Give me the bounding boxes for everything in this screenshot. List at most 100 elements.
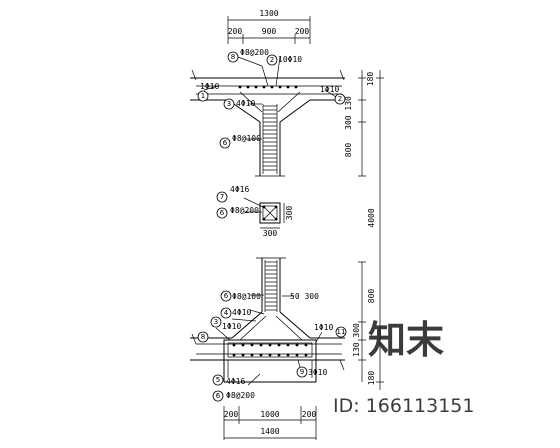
label-phi8-200-bot: Φ8@200 — [226, 391, 255, 400]
callout-9-bot-num: 9 — [300, 368, 304, 376]
label-phi8-100-top: Φ8@100 — [232, 134, 261, 143]
dim-r-180-bottom: 180 — [367, 371, 376, 386]
callout-5-bot-num: 5 — [216, 376, 220, 384]
column-section — [243, 197, 285, 229]
rebar-dot — [277, 353, 281, 357]
dim-r-130-300: 130 300 — [352, 323, 361, 357]
label-4phi10-top: 4Φ10 — [236, 99, 255, 108]
callout-2-top-num: 2 — [270, 56, 274, 64]
callout-2-right-top — [334, 93, 346, 105]
dim-r-180: 180 — [366, 72, 375, 87]
callout-8-bot — [197, 331, 209, 343]
label-10phi10-top: 10Φ10 — [278, 55, 302, 64]
callout-8-top-num: 8 — [231, 53, 235, 61]
callout-2-top — [266, 54, 278, 66]
rebar-dot — [304, 353, 308, 357]
rebar-dot — [238, 85, 242, 89]
rebar-dot — [259, 343, 263, 347]
callout-6-bot — [220, 290, 232, 302]
label-phi8-200-top: Φ8@200 — [240, 48, 269, 57]
label-phi8-100-bot: Φ8@100 — [232, 292, 261, 301]
callout-3-bot — [210, 316, 222, 328]
upper-leader-lines — [203, 56, 337, 140]
rebar-dot — [294, 85, 298, 89]
callout-6-bot-num: 6 — [224, 292, 229, 300]
right-dimension-lines — [358, 70, 384, 390]
rebar-dot — [304, 343, 308, 347]
label-3phi10-bot: 3Φ10 — [308, 368, 327, 377]
rebar-dot — [241, 353, 245, 357]
callout-6-top-num: 6 — [223, 139, 228, 147]
label-1phi10-top: 1Φ10 — [200, 82, 219, 91]
rebar-dot — [259, 353, 263, 357]
rebar-dot — [286, 343, 290, 347]
dim-bot-total: 1400 — [260, 427, 279, 436]
callout-1-top-num: 1 — [201, 92, 205, 100]
watermark-id: ID: 166113151 — [333, 395, 474, 417]
callout-6-col — [216, 207, 228, 219]
callout-8-bot-num: 8 — [201, 333, 205, 341]
rebar-dot — [246, 85, 250, 89]
label-phi8-200-col: Φ8@200 — [230, 206, 259, 215]
dim-top-mid: 900 — [262, 27, 277, 36]
callout-6-bot2 — [212, 390, 224, 402]
callout-7-num: 7 — [220, 193, 224, 201]
callout-5-bot — [212, 374, 224, 386]
callout-7 — [216, 191, 228, 203]
label-50-300: 50 300 — [290, 292, 319, 301]
upper-wall-stirrups — [263, 105, 277, 171]
dim-top-left: 200 — [228, 27, 243, 36]
callout-6-bot2-num: 6 — [216, 392, 221, 400]
dim-r-800-top: 800 — [344, 143, 353, 158]
rebar-dot — [241, 343, 245, 347]
callout-3-bot-num: 3 — [214, 318, 218, 326]
dim-bot-mid: 1000 — [260, 410, 279, 419]
callout-4-bot — [220, 307, 232, 319]
label-4phi10-bot: 4Φ10 — [232, 308, 251, 317]
dim-top-total: 1300 — [259, 9, 278, 18]
rebar-dot — [270, 85, 274, 89]
lower-rebar-dots — [232, 343, 308, 357]
rebar-dot — [262, 85, 266, 89]
rebar-dot — [250, 353, 254, 357]
label-4phi16-col: 4Φ16 — [230, 185, 249, 194]
callout-3-top — [223, 98, 235, 110]
label-1phi10-right-bot: 1Φ10 — [314, 323, 333, 332]
dim-top-right: 200 — [295, 27, 310, 36]
rebar-dot — [254, 85, 258, 89]
callout-8-top — [227, 51, 239, 63]
rebar-dot — [277, 343, 281, 347]
lower-wall-stirrups — [265, 261, 277, 311]
callout-3-top-num: 3 — [227, 100, 231, 108]
label-1phi10-right-top: 1Φ10 — [320, 85, 339, 94]
label-1phi10-bot: 1Φ10 — [222, 322, 241, 331]
dim-bot-right: 200 — [302, 410, 317, 419]
rebar-dot — [278, 85, 282, 89]
rebar-dot — [295, 353, 299, 357]
rebar-dot — [232, 353, 236, 357]
top-dimension-lines — [227, 16, 311, 44]
rebar-dot — [232, 343, 236, 347]
callout-4-bot-num: 4 — [224, 309, 229, 317]
watermark-brand: 知末 — [368, 318, 444, 362]
label-4phi16-bot: 4Φ16 — [226, 377, 245, 386]
bottom-dimension-lines — [223, 406, 317, 440]
callout-6-top — [219, 137, 231, 149]
rebar-dot — [295, 343, 299, 347]
lower-slab-section — [190, 257, 345, 383]
callout-2-right-top-num: 2 — [338, 95, 342, 103]
dim-r-4000: 4000 — [367, 208, 376, 227]
callout-6-col-num: 6 — [220, 209, 225, 217]
callout-11-bot — [335, 326, 347, 338]
callout-11-bot-num: 11 — [337, 328, 346, 336]
rebar-dot — [268, 343, 272, 347]
dim-col-300-horizontal: 300 — [263, 229, 278, 238]
dim-r-800-bottom: 800 — [367, 289, 376, 304]
callout-1-top — [197, 90, 209, 102]
rebar-dot — [268, 353, 272, 357]
dim-bot-left: 200 — [224, 410, 239, 419]
rebar-dot — [286, 85, 290, 89]
callout-9-bot — [296, 366, 308, 378]
